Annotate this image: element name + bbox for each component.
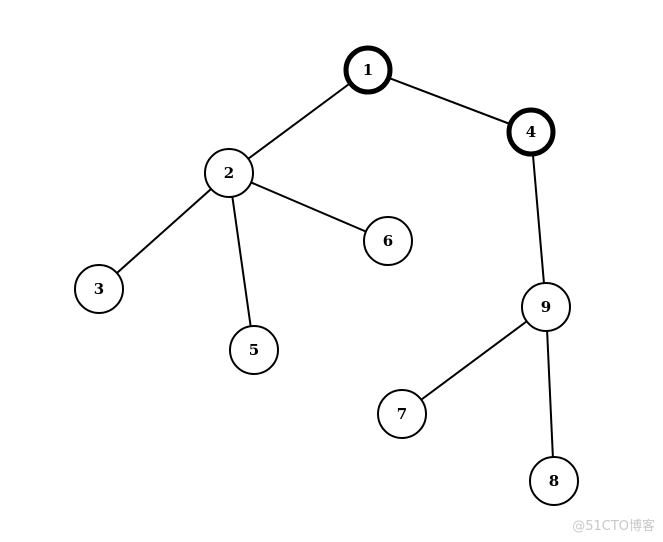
edge-2-6 <box>228 172 389 242</box>
node-label-8: 8 <box>549 472 559 490</box>
edge-9-8 <box>545 306 555 482</box>
node-8: 8 <box>529 456 579 506</box>
node-2: 2 <box>204 148 254 198</box>
watermark-text: @51CTO博客 <box>572 519 655 534</box>
node-5: 5 <box>229 325 279 375</box>
edge-2-3 <box>98 172 230 290</box>
node-circle-2 <box>204 148 254 198</box>
node-label-5: 5 <box>249 341 259 359</box>
edges-layer <box>98 69 555 482</box>
edge-2-5 <box>228 172 255 351</box>
node-label-4: 4 <box>526 123 536 141</box>
node-7: 7 <box>377 389 427 439</box>
node-4: 4 <box>506 107 556 157</box>
node-circle-9 <box>521 282 571 332</box>
node-circle-1 <box>343 45 393 95</box>
node-circle-5 <box>229 325 279 375</box>
node-label-7: 7 <box>397 405 407 423</box>
nodes-layer: 1 2 3 4 5 6 7 8 9 <box>74 45 579 506</box>
node-circle-3 <box>74 264 124 314</box>
edge-4-9 <box>530 131 547 308</box>
edge-1-4 <box>367 69 532 133</box>
node-circle-8 <box>529 456 579 506</box>
node-label-9: 9 <box>541 298 551 316</box>
node-circle-4 <box>506 107 556 157</box>
edge-1-2 <box>228 69 369 174</box>
node-label-1: 1 <box>363 61 373 79</box>
node-9: 9 <box>521 282 571 332</box>
node-6: 6 <box>363 216 413 266</box>
edge-9-7 <box>401 306 547 415</box>
node-label-2: 2 <box>224 164 234 182</box>
node-1: 1 <box>343 45 393 95</box>
node-label-3: 3 <box>94 280 104 298</box>
node-circle-7 <box>377 389 427 439</box>
node-circle-6 <box>363 216 413 266</box>
node-3: 3 <box>74 264 124 314</box>
node-label-6: 6 <box>383 232 393 250</box>
